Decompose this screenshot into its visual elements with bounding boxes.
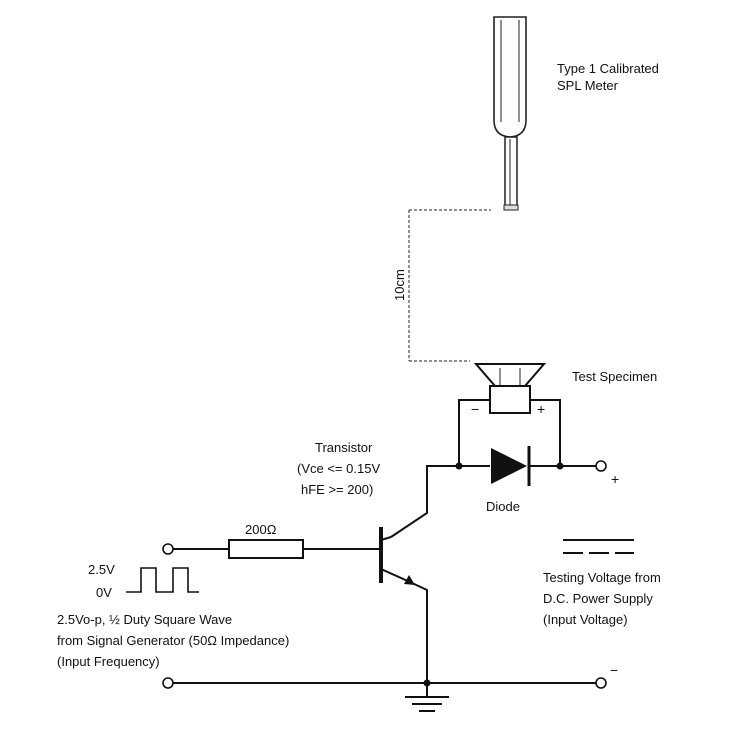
dc-supply-icon	[563, 539, 634, 554]
input-signal-label-line1: 2.5Vo-p, ½ Duty Square Wave	[57, 612, 232, 627]
spl-meter	[493, 16, 527, 211]
transistor-icon	[379, 527, 428, 683]
speaker-minus-label: −	[471, 401, 479, 417]
power-supply-label-line1: Testing Voltage from	[543, 570, 661, 585]
distance-dimension	[408, 209, 491, 362]
transistor-label-title: Transistor	[315, 440, 373, 455]
supply-negative-label: −	[610, 662, 618, 678]
speaker-icon	[473, 363, 547, 414]
junction-dot	[556, 462, 564, 470]
resistor-icon	[228, 539, 304, 559]
spl-meter-label-line2: SPL Meter	[557, 78, 619, 93]
power-supply-label-line2: D.C. Power Supply	[543, 591, 653, 606]
distance-label: 10cm	[392, 269, 407, 301]
supply-negative-terminal[interactable]	[595, 677, 607, 689]
speaker-plus-label: +	[537, 401, 545, 417]
signal-ground-terminal[interactable]	[162, 677, 174, 689]
square-wave-icon	[126, 567, 199, 593]
resistor-label: 200Ω	[245, 522, 277, 537]
ground-icon	[405, 683, 449, 712]
diode-icon	[491, 446, 531, 486]
input-signal-label-line3: (Input Frequency)	[57, 654, 160, 669]
supply-positive-label: +	[611, 471, 619, 487]
signal-input-terminal[interactable]	[162, 543, 174, 555]
transistor-label-line1: (Vce <= 0.15V	[297, 461, 380, 476]
spl-meter-body	[493, 16, 527, 138]
power-supply-label-line3: (Input Voltage)	[543, 612, 628, 627]
spl-meter-microphone	[504, 136, 518, 209]
transistor-label-line2: hFE >= 200)	[301, 482, 373, 497]
supply-positive-terminal[interactable]	[595, 460, 607, 472]
input-signal-label-line2: from Signal Generator (50Ω Impedance)	[57, 633, 289, 648]
spl-meter-label-line1: Type 1 Calibrated	[557, 61, 659, 76]
square-wave-high-label: 2.5V	[88, 562, 115, 577]
test-specimen-label: Test Specimen	[572, 369, 657, 384]
square-wave-low-label: 0V	[96, 585, 112, 600]
diode-label: Diode	[486, 499, 520, 514]
